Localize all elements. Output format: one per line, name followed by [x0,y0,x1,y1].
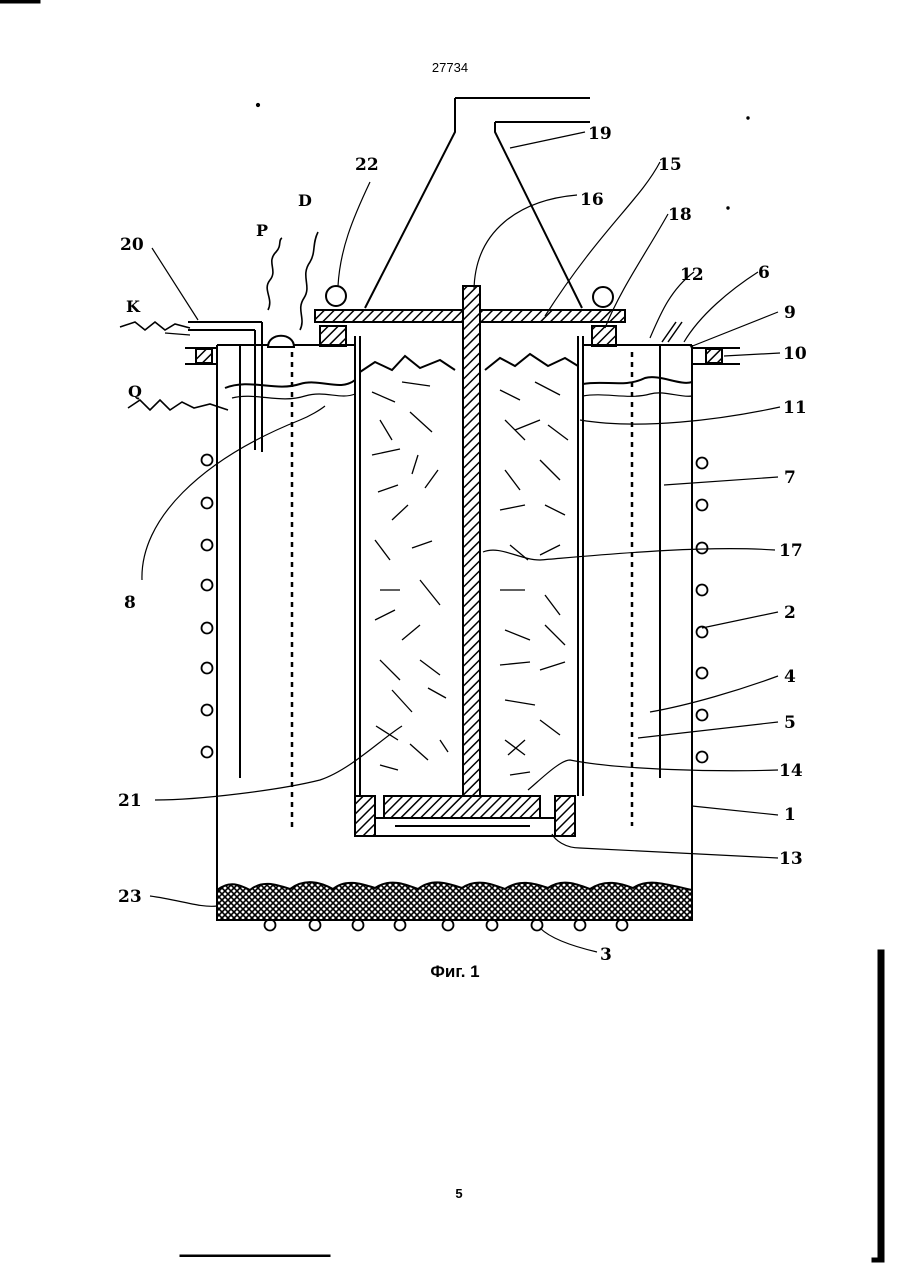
bottom-assembly [355,796,575,836]
scan-artifacts [0,0,884,1262]
label-9: 9 [784,303,796,323]
melt-surface [225,377,692,399]
label-2: 2 [784,603,796,623]
label-17: 17 [779,541,803,561]
flange-right [706,349,722,363]
label-13: 13 [779,849,803,869]
page-number: 5 [0,1186,900,1201]
label-15: 15 [658,155,682,175]
label-20: 20 [120,235,144,255]
roller-right [593,287,613,307]
sludge-layer [217,882,692,920]
label-8: 8 [124,593,136,613]
bottom-coils [265,920,628,931]
label-4: 4 [784,667,796,687]
seal-right [592,326,616,346]
flange-left [196,349,212,363]
label-5: 5 [784,713,796,733]
label-Q: Q [128,382,142,401]
label-11: 11 [783,398,807,418]
roller-left [326,286,346,306]
label-P: P [256,221,268,240]
tube [188,322,262,778]
hopper [365,98,590,308]
leader-lines [142,132,780,952]
label-21: 21 [118,791,142,811]
figure-caption: Фиг. 1 [0,962,900,982]
stem [463,286,480,812]
label-14: 14 [779,761,803,781]
label-7: 7 [784,468,796,488]
label-16: 16 [580,190,604,210]
label-D: D [298,191,312,210]
seal-left [320,326,346,346]
label-12: 12 [680,265,704,285]
label-10: 10 [783,344,807,364]
label-19: 19 [588,124,612,144]
label-6: 6 [758,263,770,283]
label-18: 18 [668,205,692,225]
label-1: 1 [784,805,796,825]
label-22: 22 [355,155,379,175]
label-23: 23 [118,887,142,907]
valve-bump [268,336,294,347]
label-K: K [126,297,141,316]
